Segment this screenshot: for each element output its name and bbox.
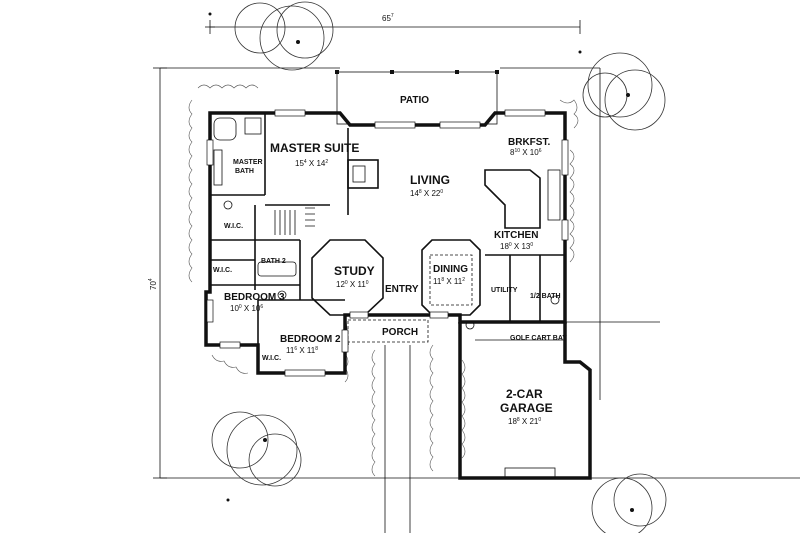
- bath-2-label: BATH 2: [261, 258, 286, 265]
- dining-label: DINING: [433, 264, 468, 275]
- garage-label-2: GARAGE: [500, 401, 553, 415]
- windows: [206, 109, 569, 377]
- bedroom-2-size: 116 X 118: [286, 346, 318, 355]
- kitchen-label: KITCHEN: [494, 230, 538, 241]
- wic-label-2: W.I.C.: [213, 267, 232, 274]
- bedroom-3-size: 100 X 106: [230, 304, 263, 313]
- master-bath-label-1: MASTER: [233, 159, 263, 166]
- brkfst-label: BRKFST.: [508, 137, 550, 148]
- master-suite-label: MASTER SUITE: [270, 141, 359, 155]
- master-suite-size: 154 X 142: [295, 159, 328, 168]
- tree-top-right: [578, 50, 666, 131]
- wic-label-1: W.I.C.: [224, 223, 243, 230]
- utility-label: UTILITY: [491, 287, 518, 294]
- garage-label-1: 2-CAR: [506, 387, 543, 401]
- study-size: 120 X 110: [336, 280, 369, 289]
- bedroom-2-label: BEDROOM 2: [280, 334, 341, 345]
- wic-label-3: W.I.C.: [262, 355, 281, 362]
- living-size: 148 X 220: [410, 189, 443, 198]
- living-label: LIVING: [410, 173, 450, 187]
- garage-size: 188 X 210: [508, 417, 541, 426]
- interior-walls: [210, 113, 565, 479]
- brkfst-size: 810 X 106: [510, 148, 542, 157]
- porch-label: PORCH: [382, 327, 418, 338]
- front-walkway: [384, 345, 411, 533]
- patio-label: PATIO: [400, 95, 429, 106]
- dining-size: 118 X 112: [433, 277, 465, 286]
- study-label: STUDY: [334, 264, 375, 278]
- kitchen-size: 180 X 130: [500, 242, 533, 251]
- dimension-lines: [153, 20, 800, 479]
- shrubs: [188, 84, 579, 477]
- tree-bottom-right: [591, 473, 667, 533]
- overall-width-label: 657: [382, 13, 394, 23]
- bedroom-3-label: BEDROOM 3: [224, 292, 285, 303]
- tree-bottom-left: [211, 411, 302, 502]
- golf-cart-bay-label: GOLF CART BAY: [510, 335, 567, 342]
- half-bath-label: 1/2 BATH: [530, 293, 561, 300]
- overall-depth-label: 704: [148, 278, 158, 290]
- entry-label: ENTRY: [385, 284, 419, 295]
- master-bath-label-2: BATH: [235, 168, 254, 175]
- tree-top-left: [208, 1, 334, 71]
